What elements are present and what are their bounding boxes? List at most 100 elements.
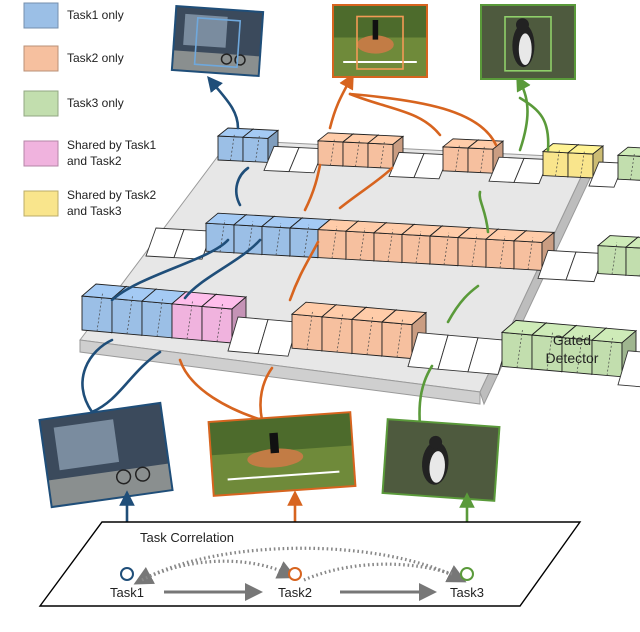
block-front [513, 240, 543, 271]
block-front [351, 318, 383, 357]
block-hidden-edge [471, 234, 478, 267]
block-front [429, 235, 459, 267]
detection-box [356, 15, 404, 70]
block-front [367, 142, 394, 169]
block-hidden-edge [366, 315, 373, 355]
legend-swatch [23, 2, 59, 29]
task-node-circle [288, 567, 302, 581]
legend-label: Shared by Task2 [67, 188, 156, 202]
block-task2 [466, 139, 505, 175]
image-horse [247, 448, 304, 468]
block-top [616, 146, 640, 157]
task-node-circle [120, 567, 134, 581]
block-top [624, 236, 640, 249]
block-front [467, 147, 494, 174]
legend-label: Task3 only [67, 96, 124, 110]
block-front [217, 135, 244, 162]
block-hidden-edge [499, 235, 506, 269]
block-hidden-edge [380, 140, 385, 168]
block-hidden-edge [455, 144, 460, 172]
block-hidden-edge [330, 138, 335, 166]
block-hidden-edge [359, 227, 366, 261]
block-front [342, 141, 369, 168]
input-image-1 [38, 401, 174, 509]
task-node-circle [460, 567, 474, 581]
block-front [617, 154, 640, 181]
curve-orange-input-to-row3 [259, 366, 274, 422]
block-front [373, 232, 403, 263]
block-hidden-edge [336, 313, 343, 353]
curve-orange-shared [178, 358, 264, 422]
block-hidden-edge [480, 145, 485, 173]
curve-blue-input-long [90, 350, 162, 414]
curve-green-row3-to-row2 [446, 284, 480, 324]
output-image-1 [170, 4, 265, 78]
block-hidden-edge [306, 310, 313, 350]
legend-label: and Task3 [67, 204, 122, 218]
block-front [289, 227, 319, 259]
detection-box [504, 15, 552, 72]
legend-label: Shared by Task1 [67, 138, 156, 152]
block-shared23 [566, 144, 605, 179]
output-image-2 [332, 4, 428, 78]
detection-box [193, 17, 242, 69]
block-front [317, 140, 344, 167]
legend-item-5: Shared by Task2 and Task3 [23, 188, 156, 218]
legend-swatch [23, 140, 59, 167]
curve-green-input-to-row3 [418, 364, 434, 428]
image-trees [209, 413, 352, 456]
block-front [401, 233, 431, 265]
block-front [625, 246, 640, 277]
block-hidden-edge [186, 300, 193, 340]
image-bike-wheel [234, 54, 246, 66]
gate-closed [617, 350, 640, 388]
block-hidden-edge [126, 295, 133, 334]
curve-orange-row2-to-row1 [338, 166, 394, 210]
block-front [317, 229, 347, 260]
platform-front [79, 339, 481, 405]
block-hidden-edge [96, 292, 103, 332]
block-front [111, 298, 143, 336]
block-front [201, 305, 233, 344]
curve-blue-input-to-row3 [81, 338, 114, 414]
block-hidden-edge [247, 221, 254, 254]
input-image-3 [381, 418, 501, 502]
block-task2 [372, 222, 416, 264]
input-image-2 [207, 411, 357, 497]
block-front [171, 303, 203, 341]
image-penguin-belly [518, 33, 532, 66]
correlation-label: Task Correlation [140, 530, 234, 545]
image-building [53, 419, 120, 471]
block-front [457, 237, 487, 268]
curve-blue-row3-to-row2 [110, 238, 230, 302]
block-hidden-edge [216, 302, 223, 342]
block-hidden-edge [546, 331, 553, 371]
task-node-label: Task3 [450, 585, 484, 600]
block-hidden-edge [156, 297, 163, 337]
block-front [291, 313, 323, 352]
image-trees [334, 6, 426, 38]
block-hidden-edge [580, 150, 585, 178]
legend-label: and Task2 [67, 154, 122, 168]
correlation-dotted-arc-1-3 [133, 546, 467, 585]
correlation-dotted-arc-1-2 [141, 559, 297, 582]
block-task3 [616, 146, 640, 181]
task-node-1: Task1 [110, 567, 144, 600]
block-hidden-edge [275, 223, 282, 256]
legend-item-2: Task2 only [23, 45, 124, 72]
block-hidden-edge [527, 237, 534, 270]
curve-blue-shared-to-row2 [183, 238, 262, 300]
connection-curves [81, 73, 550, 428]
block-hidden-edge [396, 318, 403, 358]
block-front [442, 146, 469, 173]
block-front [261, 225, 291, 257]
block-front [381, 321, 413, 360]
image-ground [48, 463, 172, 506]
legend-swatch [23, 90, 59, 117]
task-node-label: Task1 [110, 585, 144, 600]
curve-orange-row3-to-row2 [288, 240, 320, 302]
images [38, 4, 576, 509]
